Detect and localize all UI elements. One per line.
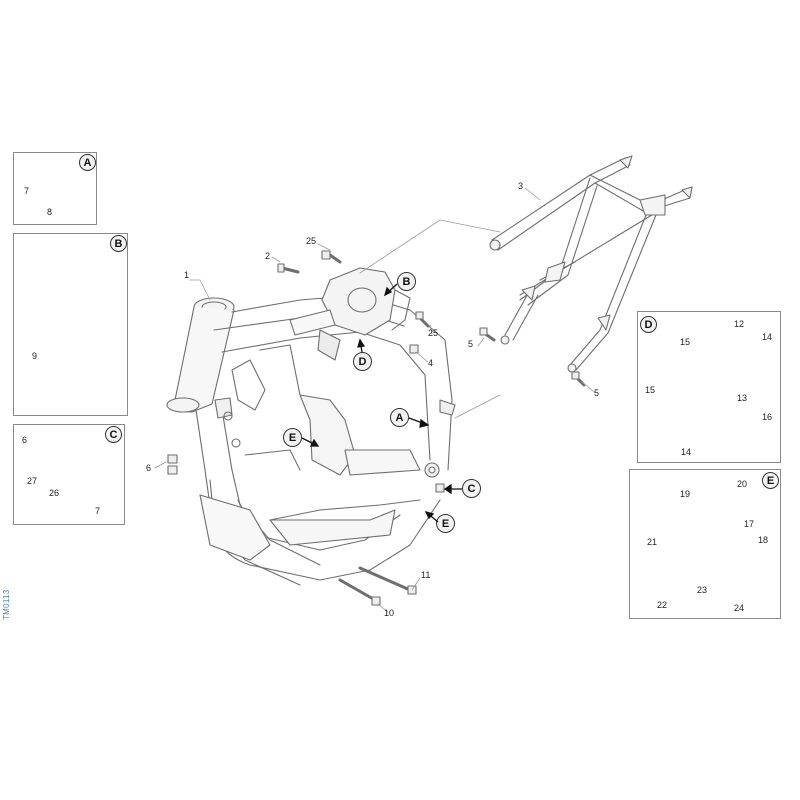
inset-d-part-14a: 14 xyxy=(762,332,773,342)
inset-e-part-22: 22 xyxy=(657,600,668,610)
main-fasteners-drawing xyxy=(167,250,586,606)
inset-e-part-17: 17 xyxy=(744,519,755,529)
inset-d-badge: D xyxy=(640,316,657,333)
inset-b-badge: B xyxy=(110,235,127,252)
inset-d-part-16: 16 xyxy=(762,412,773,422)
inset-e-part-19: 19 xyxy=(680,489,691,499)
inset-c-part-26: 26 xyxy=(49,488,60,498)
inset-c: C xyxy=(13,424,125,525)
part-1-label: 1 xyxy=(184,270,190,280)
inset-a: A xyxy=(13,152,97,225)
callout-c: C xyxy=(462,479,481,498)
part-4-label: 4 xyxy=(428,358,434,368)
inset-e-badge: E xyxy=(762,472,779,489)
part-2-label: 2 xyxy=(265,251,271,261)
inset-a-badge: A xyxy=(79,154,96,171)
inset-c-badge: C xyxy=(105,426,122,443)
main-leader-lines xyxy=(154,187,595,613)
inset-e-part-24: 24 xyxy=(734,603,745,613)
inset-d-part-15a: 15 xyxy=(680,337,691,347)
main-frame-drawing xyxy=(166,267,456,586)
part-25b-label: 25 xyxy=(428,328,439,338)
inset-d-part-14b: 14 xyxy=(681,447,692,457)
inset-d-part-15b: 15 xyxy=(645,385,656,395)
part-3-label: 3 xyxy=(518,181,524,191)
callout-e-1: E xyxy=(283,428,302,447)
drawing-reference-code: TM0113 xyxy=(2,589,11,620)
part-25a-label: 25 xyxy=(306,236,317,246)
inset-c-part-27: 27 xyxy=(27,476,38,486)
callout-e-2: E xyxy=(436,514,455,533)
inset-a-part-8: 8 xyxy=(47,207,53,217)
callout-b: B xyxy=(397,272,416,291)
inset-c-part-7b: 7 xyxy=(95,506,101,516)
inset-e-part-18: 18 xyxy=(758,535,769,545)
inset-b-part-9: 9 xyxy=(32,351,38,361)
inset-d: D xyxy=(637,311,781,463)
part-11-label: 11 xyxy=(421,570,431,580)
inset-b: B xyxy=(13,233,128,416)
inset-e-part-20: 20 xyxy=(737,479,748,489)
part-10-label: 10 xyxy=(384,608,395,618)
inset-e-part-23: 23 xyxy=(697,585,708,595)
inset-d-part-13: 13 xyxy=(737,393,748,403)
inset-e: E xyxy=(629,469,781,619)
inset-c-part-6: 6 xyxy=(22,435,28,445)
part-6-label: 6 xyxy=(146,463,152,473)
part-5b-label: 5 xyxy=(594,388,600,398)
callout-a: A xyxy=(390,408,409,427)
inset-e-part-21: 21 xyxy=(647,537,658,547)
callout-d: D xyxy=(353,352,372,371)
inset-d-part-12: 12 xyxy=(734,319,745,329)
inset-a-part-7: 7 xyxy=(24,186,30,196)
part-5a-label: 5 xyxy=(468,339,474,349)
rear-subframe-drawing xyxy=(489,155,693,373)
